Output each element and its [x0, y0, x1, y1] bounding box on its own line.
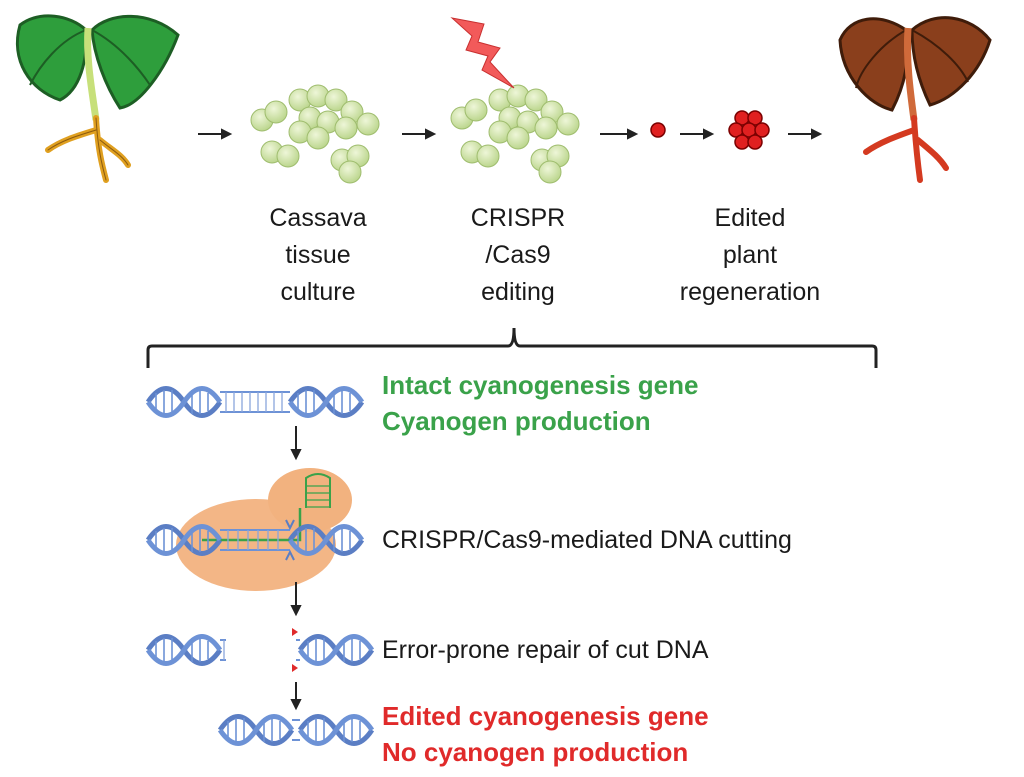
step-regeneration-label: Edited plant regeneration [660, 200, 840, 311]
step2-line3: editing [481, 278, 555, 306]
cas9-complex-icon [176, 468, 352, 591]
edited-line2: No cyanogen production [382, 737, 689, 767]
single-cell-icon [650, 122, 666, 138]
edited-cassava-plant-icon [838, 16, 992, 183]
step-tissue-culture-label: Cassava tissue culture [230, 200, 406, 311]
step3-line2: plant [722, 241, 778, 269]
repair-text: Error-prone repair of cut DNA [382, 636, 709, 664]
intact-gene-text: Intact cyanogenesis gene Cyanogen produc… [382, 367, 698, 439]
callus-tissue-icon [250, 84, 380, 184]
process-arrows [290, 426, 302, 711]
target-dna-icon [148, 519, 362, 561]
intact-dna-icon [148, 389, 362, 416]
cell-cluster-icon [728, 110, 770, 150]
edited-dna-icon [220, 717, 372, 744]
workflow-arrows [198, 128, 823, 140]
step2-line1: CRISPR [470, 204, 566, 232]
edited-gene-text: Edited cyanogenesis gene No cyanogen pro… [382, 698, 709, 770]
step3-line1: Edited [714, 204, 786, 232]
edited-callus-tissue-icon [450, 84, 580, 184]
step1-line3: culture [280, 278, 356, 306]
edited-line1: Edited cyanogenesis gene [382, 701, 709, 731]
cut-dna-icon [148, 628, 372, 672]
intact-line1: Intact cyanogenesis gene [382, 370, 699, 400]
step1-line1: Cassava [269, 204, 367, 232]
step-crispr-editing-label: CRISPR /Cas9 editing [430, 200, 606, 311]
healthy-cassava-plant-icon [15, 14, 180, 183]
lightning-bolt-icon [450, 17, 515, 89]
curly-brace [146, 327, 878, 368]
step3-line3: regeneration [679, 278, 821, 306]
cutting-text: CRISPR/Cas9-mediated DNA cutting [382, 526, 792, 554]
step2-line2: /Cas9 [485, 241, 551, 269]
step1-line2: tissue [285, 241, 351, 269]
intact-line2: Cyanogen production [382, 406, 651, 436]
